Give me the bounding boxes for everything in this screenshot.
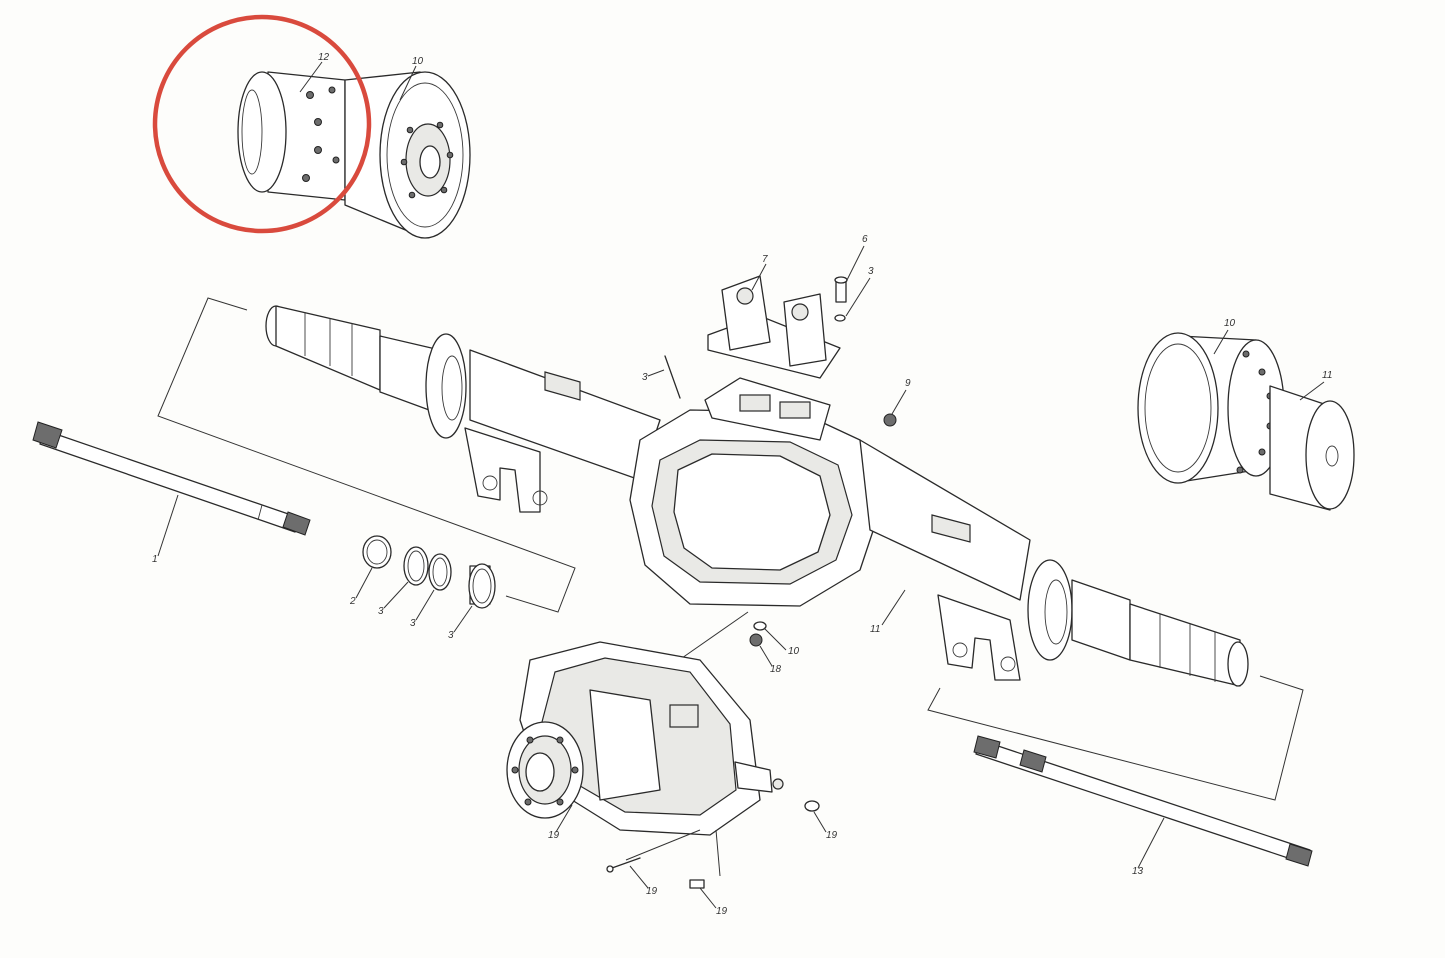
hub-motor-top-left — [237, 71, 471, 239]
plug-19 — [804, 800, 820, 812]
label-2: 2 — [349, 596, 356, 607]
bolt-19 — [689, 879, 705, 889]
pin-6 — [834, 276, 848, 322]
label-1: 1 — [152, 554, 158, 565]
label-3-ring2: 3 — [410, 618, 416, 629]
label-18: 18 — [770, 664, 782, 675]
mount-bracket — [707, 275, 841, 379]
axle-shaft-left — [32, 421, 311, 536]
bracket-right — [927, 675, 1304, 801]
label-7: 7 — [762, 254, 768, 265]
label-19-pin: 19 — [646, 886, 658, 897]
nut-9 — [883, 413, 897, 427]
label-10-small: 10 — [788, 646, 800, 657]
label-3-pin: 3 — [868, 266, 874, 277]
label-19-diff: 19 — [548, 830, 560, 841]
axle-housing — [265, 305, 1249, 687]
label-9: 9 — [905, 378, 911, 389]
label-11-right: 11 — [1322, 370, 1332, 381]
label-19-bolt: 19 — [716, 906, 728, 917]
label-19-plug: 19 — [826, 830, 838, 841]
pin-19 — [606, 857, 641, 873]
hub-motor-right — [1137, 332, 1355, 511]
label-3-ring1: 3 — [378, 606, 384, 617]
label-10-top: 10 — [412, 56, 424, 67]
washer-10 — [753, 621, 767, 631]
axle-shaft-right — [973, 735, 1313, 867]
spring-pin — [664, 355, 681, 399]
label-3-axle: 3 — [642, 372, 648, 383]
label-12-top: 12 — [318, 52, 330, 63]
highlight-circle — [152, 14, 372, 234]
label-11-housing: 11 — [870, 624, 880, 635]
differential-carrier — [506, 641, 784, 836]
label-13: 13 — [1132, 866, 1144, 877]
rings-set — [362, 535, 496, 609]
nut-18 — [749, 633, 763, 647]
label-6: 6 — [862, 234, 868, 245]
label-3-ring3: 3 — [448, 630, 454, 641]
bracket-left — [157, 297, 576, 613]
label-10-right: 10 — [1224, 318, 1236, 329]
